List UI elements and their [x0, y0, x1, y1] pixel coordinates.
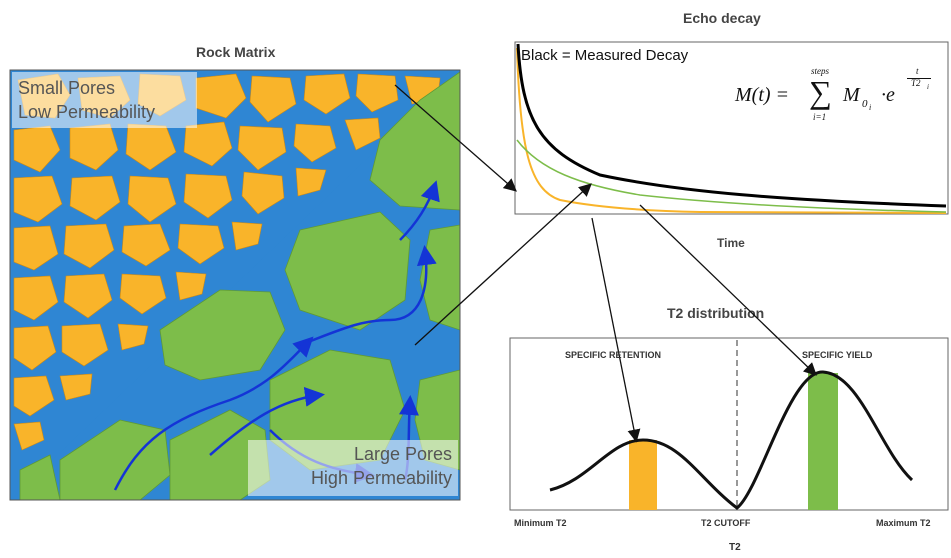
measured-decay-curve	[516, 43, 947, 208]
specific-retention-label: SPECIFIC RETENTION	[565, 350, 662, 360]
large-pores-line1: Large Pores	[353, 444, 452, 464]
formula-term: M	[843, 84, 860, 106]
small-pores-line1: Small Pores	[18, 78, 116, 98]
large-pores-line2: High Permeability	[310, 468, 452, 488]
rock-matrix-border	[9, 69, 461, 501]
formula-exp-bar	[907, 78, 931, 79]
t2-distribution-curve	[549, 370, 914, 510]
t2-cutoff-label: T2 CUTOFF	[701, 518, 751, 528]
formula-lhs: M(t) =	[735, 84, 790, 106]
t2-distribution-plot	[509, 337, 949, 511]
formula-exp-num: t	[916, 66, 919, 76]
fast-component-curve	[516, 47, 947, 214]
formula-sigma: ∑	[809, 74, 832, 110]
slow-component-curve	[516, 139, 947, 213]
large-pores-label: Large Pores High Permeability	[262, 442, 452, 490]
echo-legend: Black = Measured Decay	[521, 47, 689, 64]
t2-distribution-title: T2 distribution	[667, 305, 765, 321]
maximum-t2-label: Maximum T2	[876, 518, 931, 528]
specific-yield-bar	[808, 373, 838, 510]
t2-xlabel: T2	[729, 542, 741, 553]
echo-decay-curves	[516, 43, 947, 214]
formula-sum-top: steps	[811, 66, 829, 76]
connector-arrows	[394, 84, 817, 443]
echo-xlabel: Time	[717, 236, 745, 250]
formula-exp-base: ·e	[881, 84, 895, 106]
formula-sum-bottom: i=1	[813, 112, 827, 122]
rock-matrix-title: Rock Matrix	[196, 44, 276, 60]
echo-decay-title: Echo decay	[683, 10, 761, 26]
formula-exp-den: T2	[911, 78, 921, 88]
formula-term-sub: 0	[862, 98, 868, 110]
minimum-t2-label: Minimum T2	[514, 518, 567, 528]
specific-retention-bar	[629, 440, 657, 510]
large-pores-label-box	[248, 440, 458, 496]
formula-term-sub2: i	[869, 103, 872, 112]
decay-formula: M(t) = steps ∑ i=1 M 0 i ·e t T2 i	[735, 66, 945, 126]
formula-exp-den-sub: i	[927, 83, 929, 91]
specific-yield-label: SPECIFIC YIELD	[802, 350, 873, 360]
small-pores-label: Small Pores Low Permeability	[18, 76, 155, 124]
small-pores-label-box	[12, 72, 197, 128]
small-pores-line2: Low Permeability	[18, 102, 156, 122]
